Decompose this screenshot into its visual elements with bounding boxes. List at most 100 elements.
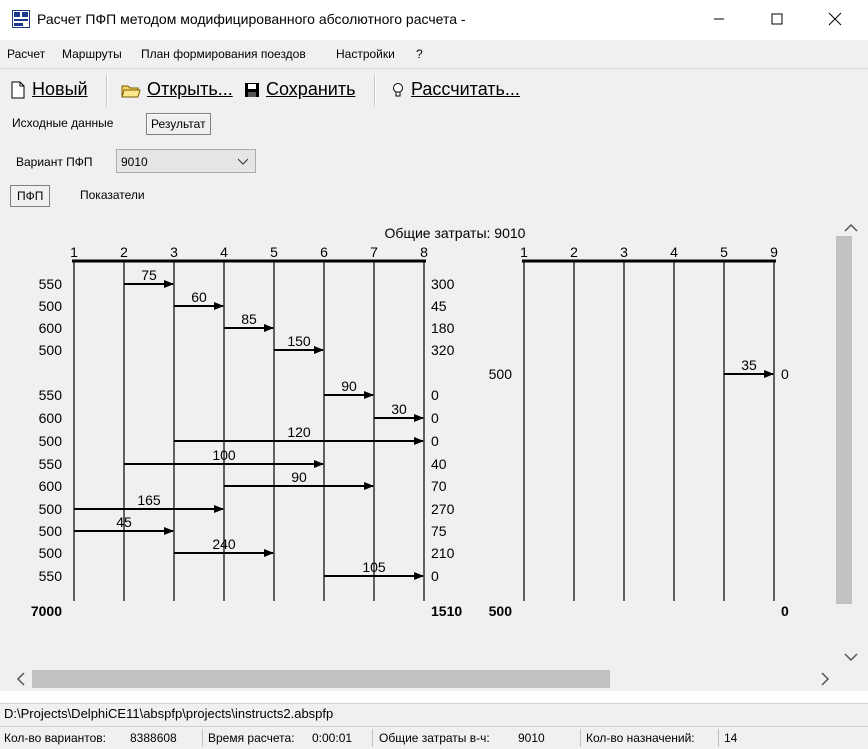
station-label: 2 <box>570 244 578 260</box>
route-cost-label: 45 <box>116 514 132 530</box>
station-label: 4 <box>670 244 678 260</box>
minimize-icon <box>714 18 724 20</box>
route-cost-label: 35 <box>741 357 757 373</box>
variant-value: 9010 <box>121 155 148 169</box>
vertical-scroll-thumb[interactable] <box>836 236 852 604</box>
row-load-value: 500 <box>39 501 63 517</box>
file-path: D:\Projects\DelphiCE11\abspfp\projects\i… <box>4 706 334 721</box>
station-label: 7 <box>370 244 378 260</box>
menu-settings[interactable]: Настройки <box>336 47 395 61</box>
route-cost-label: 105 <box>362 559 386 575</box>
assignments-value: 14 <box>724 731 738 745</box>
scroll-right-icon <box>821 672 830 686</box>
route-cost-label: 75 <box>141 267 157 283</box>
route-cost-label: 60 <box>191 289 207 305</box>
menu-routes[interactable]: Маршруты <box>62 47 122 61</box>
row-load-value: 500 <box>39 342 63 358</box>
route-cost-label: 30 <box>391 401 407 417</box>
scroll-left-icon <box>16 672 25 686</box>
row-load-value: 550 <box>39 387 63 403</box>
new-button[interactable]: Новый <box>10 79 88 100</box>
row-load-value: 500 <box>39 298 63 314</box>
tab-pfp[interactable]: ПФП <box>10 185 51 207</box>
row-result-value: 210 <box>431 545 455 561</box>
row-load-value: 500 <box>39 523 63 539</box>
route-cost-label: 85 <box>241 311 257 327</box>
total-right-value: 1510 <box>431 603 462 619</box>
total-right-value: 0 <box>781 603 789 619</box>
variants-count-value: 8388608 <box>130 731 177 745</box>
maximize-button[interactable] <box>748 0 806 38</box>
toolbar: Новый Открыть... Сохранить Рассчитать... <box>0 69 868 109</box>
maximize-icon <box>771 13 783 25</box>
new-label: Новый <box>32 79 88 99</box>
minimize-button[interactable] <box>690 0 748 38</box>
open-label: Открыть... <box>147 79 233 99</box>
calculate-button[interactable]: Рассчитать... <box>391 79 520 100</box>
row-result-value: 320 <box>431 342 455 358</box>
row-load-value: 550 <box>39 276 63 292</box>
menu-calc[interactable]: Расчет <box>7 47 46 61</box>
row-result-value: 0 <box>431 568 439 584</box>
tab-indicators[interactable]: Показатели <box>80 188 145 202</box>
station-label: 3 <box>170 244 178 260</box>
calc-time-label: Время расчета: <box>208 731 295 745</box>
menu-bar: Расчет Маршруты План формирования поездо… <box>0 40 868 69</box>
route-cost-label: 100 <box>212 447 236 463</box>
menu-plan[interactable]: План формирования поездов <box>141 47 306 61</box>
station-label: 1 <box>520 244 528 260</box>
station-label: 4 <box>220 244 228 260</box>
save-button[interactable]: Сохранить <box>244 79 355 100</box>
horizontal-scroll-thumb[interactable] <box>32 670 610 688</box>
row-result-value: 70 <box>431 478 447 494</box>
station-label: 5 <box>270 244 278 260</box>
open-button[interactable]: Открыть... <box>121 79 233 100</box>
row-result-value: 180 <box>431 320 455 336</box>
row-result-value: 0 <box>431 410 439 426</box>
window-title: Расчет ПФП методом модифицированного абс… <box>37 11 466 27</box>
close-button[interactable] <box>806 0 864 38</box>
station-label: 1 <box>70 244 78 260</box>
variants-count-label: Кол-во вариантов: <box>4 731 106 745</box>
total-left-value: 7000 <box>31 603 62 619</box>
station-label: 6 <box>320 244 328 260</box>
route-cost-label: 90 <box>341 378 357 394</box>
route-cost-label: 165 <box>137 492 161 508</box>
row-load-value: 500 <box>489 366 513 382</box>
scroll-down-icon <box>844 653 858 662</box>
row-result-value: 270 <box>431 501 455 517</box>
row-load-value: 600 <box>39 478 63 494</box>
route-cost-label: 240 <box>212 536 236 552</box>
station-label: 2 <box>120 244 128 260</box>
station-label: 3 <box>620 244 628 260</box>
tab-source-data[interactable]: Исходные данные <box>12 116 114 130</box>
page-tabs: Исходные данные Результат <box>0 109 868 139</box>
save-disk-icon <box>245 82 259 97</box>
tab-result[interactable]: Результат <box>146 113 211 135</box>
total-cost-label: Общие затраты: 9010 <box>385 225 526 241</box>
title-bar: Расчет ПФП методом модифицированного абс… <box>0 0 868 38</box>
app-icon <box>12 10 30 28</box>
file-path-bar: D:\Projects\DelphiCE11\abspfp\projects\i… <box>0 703 868 726</box>
row-load-value: 600 <box>39 410 63 426</box>
row-load-value: 600 <box>39 320 63 336</box>
row-load-value: 550 <box>39 568 63 584</box>
row-result-value: 0 <box>431 387 439 403</box>
variant-label: Вариант ПФП <box>16 155 93 169</box>
open-folder-icon <box>121 85 141 97</box>
row-result-value: 45 <box>431 298 447 314</box>
total-left-value: 500 <box>489 603 513 619</box>
chevron-down-icon <box>237 158 249 165</box>
station-label: 8 <box>420 244 428 260</box>
row-load-value: 500 <box>39 545 63 561</box>
total-cost-status-label: Общие затраты в-ч: <box>379 731 490 745</box>
lightbulb-icon <box>393 82 403 96</box>
route-cost-label: 90 <box>291 469 307 485</box>
menu-help[interactable]: ? <box>416 47 423 61</box>
variant-select[interactable]: 9010 <box>116 149 256 173</box>
sub-tabs: ПФП Показатели <box>0 181 868 211</box>
station-label: 5 <box>720 244 728 260</box>
calc-time-value: 0:00:01 <box>312 731 353 745</box>
